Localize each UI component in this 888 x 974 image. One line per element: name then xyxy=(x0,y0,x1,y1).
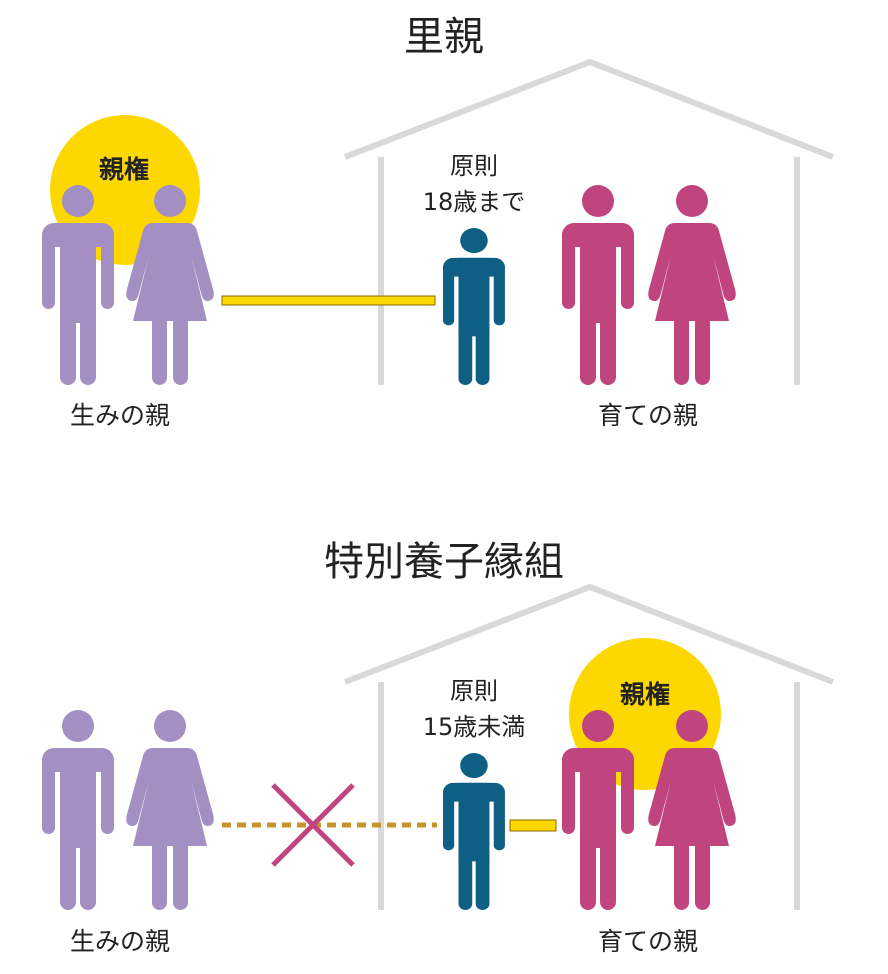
link-line xyxy=(509,819,557,832)
parental-rights-badge: 親権 xyxy=(620,680,670,709)
birth-parents-label: 生みの親 xyxy=(70,401,170,430)
birth-parents-label: 生みの親 xyxy=(70,927,170,956)
house-outline xyxy=(343,583,835,910)
child-icon xyxy=(443,228,505,385)
parental-rights-badge: 親権 xyxy=(99,155,149,184)
birth-mother-icon xyxy=(126,710,214,910)
foster-father-icon xyxy=(562,185,634,385)
child-icon xyxy=(443,753,505,910)
cross-icon xyxy=(271,783,355,867)
birth-father-icon xyxy=(42,710,114,910)
section-foster-care: 里親 親権 原則 18歳まで 生みの親 育ての親 xyxy=(42,14,835,430)
age-note-line2: 18歳まで xyxy=(423,188,526,216)
section-special-adoption: 特別養子縁組 親権 原則 15歳未満 生みの親 育ての親 xyxy=(42,539,835,956)
link-line xyxy=(221,295,436,306)
foster-parents-label: 育ての親 xyxy=(598,927,698,956)
foster-parents-label: 育ての親 xyxy=(598,401,698,430)
age-note-line1: 原則 xyxy=(450,152,498,180)
age-note-line2: 15歳未満 xyxy=(423,713,526,741)
foster-mother-icon xyxy=(648,185,736,385)
section-title: 特別養子縁組 xyxy=(324,539,564,585)
house-outline xyxy=(343,58,835,385)
section-title: 里親 xyxy=(404,14,484,60)
age-note-line1: 原則 xyxy=(450,677,498,705)
